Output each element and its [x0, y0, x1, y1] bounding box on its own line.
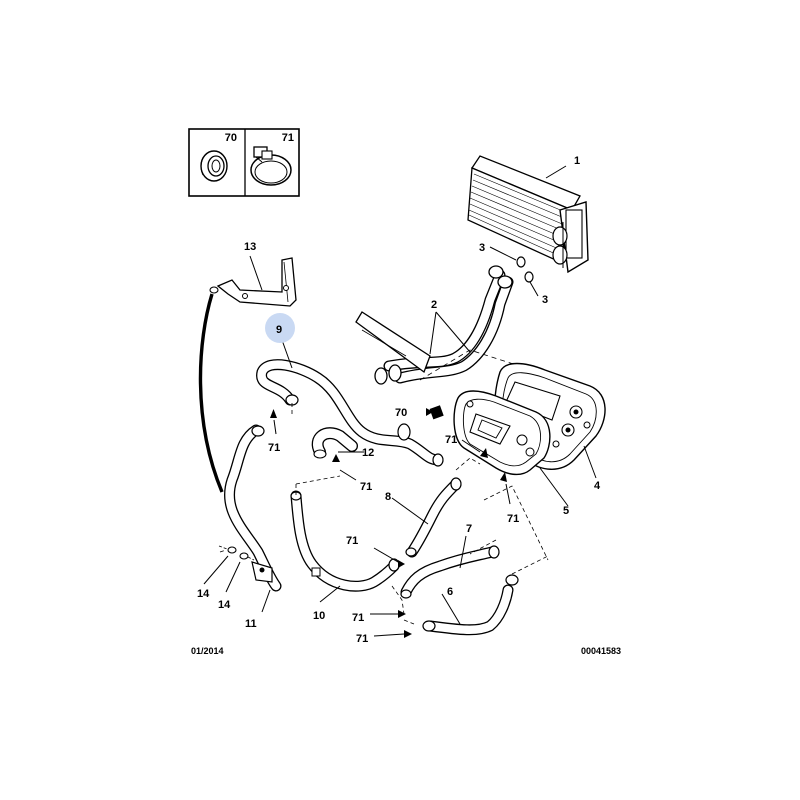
inset-label-71: 71	[282, 132, 294, 144]
inset-hose-clamp-icon	[250, 146, 292, 186]
heater-pipes[interactable]	[355, 265, 514, 385]
inset-box: 70 71	[188, 128, 300, 197]
label-71-a[interactable]: 71	[268, 442, 280, 454]
dashed-connectors	[219, 400, 549, 625]
hose-6[interactable]	[422, 574, 519, 636]
leader-lines	[203, 165, 597, 625]
black-hose-line	[198, 293, 224, 493]
label-14-right[interactable]: 14	[218, 599, 231, 611]
label-2[interactable]: 2	[431, 299, 437, 311]
hose-11[interactable]	[224, 424, 282, 592]
label-14-left[interactable]: 14	[197, 588, 210, 600]
label-71-d[interactable]: 71	[507, 513, 519, 525]
hose-9[interactable]	[256, 359, 444, 467]
label-6[interactable]: 6	[447, 586, 453, 598]
label-71-b[interactable]: 71	[360, 481, 372, 493]
clamp-arrows	[270, 408, 507, 638]
label-12[interactable]: 12	[362, 447, 374, 459]
washers-14[interactable]	[218, 545, 255, 561]
inset-grommet-icon	[200, 150, 228, 182]
label-70[interactable]: 70	[395, 407, 407, 419]
label-11[interactable]: 11	[245, 618, 257, 630]
date-code: 01/2014	[191, 646, 224, 656]
heater-core[interactable]	[467, 155, 589, 274]
label-4[interactable]: 4	[594, 480, 601, 492]
grommet-70[interactable]	[429, 405, 444, 420]
hose-7[interactable]	[400, 545, 500, 599]
highlight-circle-9	[265, 313, 295, 343]
label-9[interactable]: 9	[276, 324, 282, 336]
hose-10[interactable]	[290, 490, 400, 592]
inner-seal-plate[interactable]	[453, 390, 551, 476]
o-ring-seals[interactable]	[516, 256, 534, 283]
label-5[interactable]: 5	[563, 505, 569, 517]
label-7[interactable]: 7	[466, 523, 472, 535]
label-3-top[interactable]: 3	[479, 242, 485, 254]
label-13[interactable]: 13	[244, 241, 256, 253]
label-1[interactable]: 1	[574, 155, 580, 167]
elbow-hose-12[interactable]	[311, 427, 358, 459]
hose-8[interactable]	[405, 477, 462, 558]
label-8[interactable]: 8	[385, 491, 391, 503]
label-71-g[interactable]: 71	[356, 633, 368, 645]
label-10[interactable]: 10	[313, 610, 325, 622]
label-71-e[interactable]: 71	[346, 535, 358, 547]
label-71-f[interactable]: 71	[352, 612, 364, 624]
label-71-c[interactable]: 71	[445, 434, 457, 446]
label-3-bottom[interactable]: 3	[542, 294, 548, 306]
inset-label-70: 70	[225, 132, 237, 144]
bracket[interactable]	[209, 257, 297, 307]
reference-code: 00041583	[581, 646, 621, 656]
clamp-arrow-leaders	[273, 419, 511, 637]
part-labels: 1 2 3 3 4 5 6 7 8 9 10 11 12 13 14 14 70…	[197, 155, 601, 645]
